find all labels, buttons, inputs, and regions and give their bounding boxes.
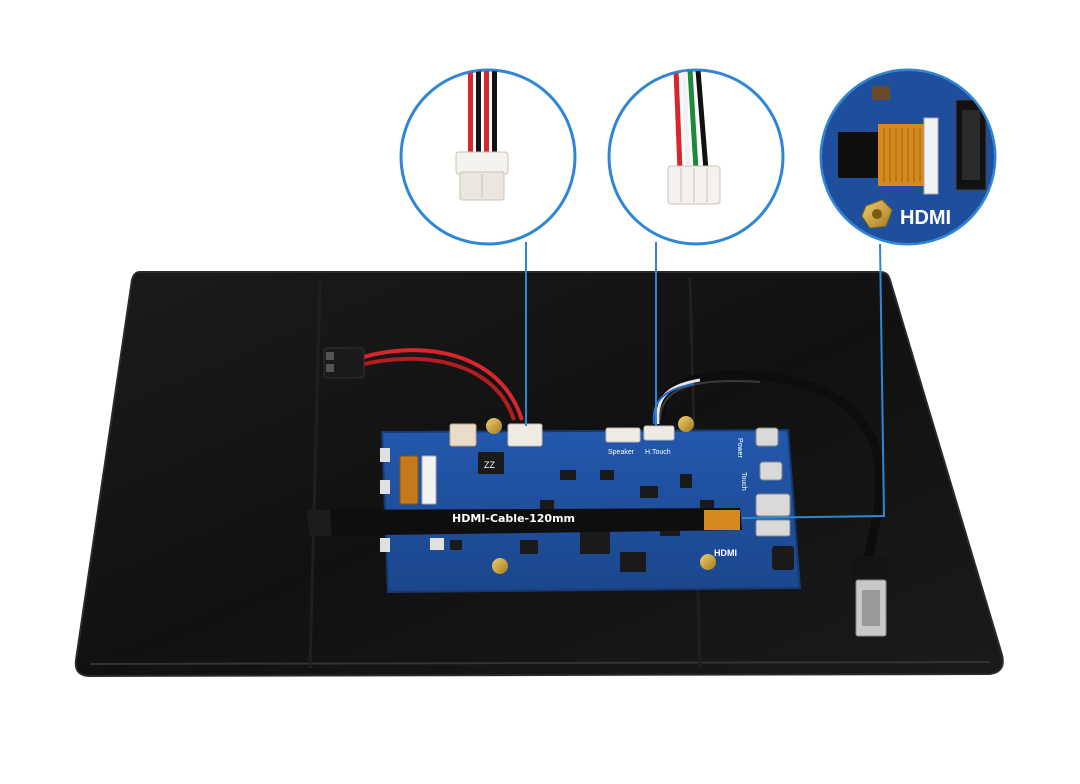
fpc-connector-zoom: HDMI [819, 68, 997, 246]
callout-lines [525, 242, 886, 519]
chip-label: ZZ [484, 460, 495, 470]
speaker-silkscreen: Speaker [608, 449, 635, 456]
touch-header [643, 425, 675, 441]
board-hdmi-logo: HDMI [714, 548, 737, 558]
cable-label: HDMI-Cable-120mm [452, 512, 575, 525]
touch-connector-zoom [607, 68, 785, 246]
touch-silkscreen: H.Touch [645, 449, 671, 456]
touch-port-silkscreen: Touch [740, 472, 747, 491]
hdmi-ribbon-cable: HDMI-Cable-120mm [306, 508, 742, 536]
speaker-header [507, 423, 543, 447]
zoom-hdmi-logo: HDMI [900, 207, 951, 229]
power-silkscreen: Power [736, 438, 743, 459]
driver-board: ZZ Speaker H.Touch Power Touch HDMI [380, 416, 802, 594]
power-wire [323, 347, 524, 421]
speaker-connector-zoom [399, 68, 577, 246]
